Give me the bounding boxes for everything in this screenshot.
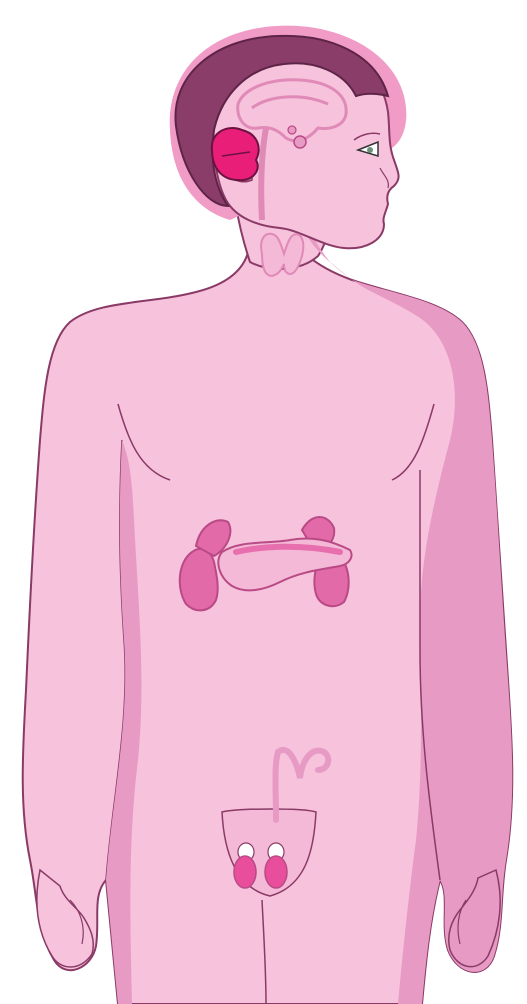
pituitary-gland xyxy=(294,136,306,148)
head xyxy=(170,26,407,249)
left-testis xyxy=(234,856,256,888)
left-kidney xyxy=(180,549,218,611)
pineal-gland xyxy=(288,126,296,134)
right-testis xyxy=(265,856,287,888)
pupil xyxy=(367,147,373,153)
